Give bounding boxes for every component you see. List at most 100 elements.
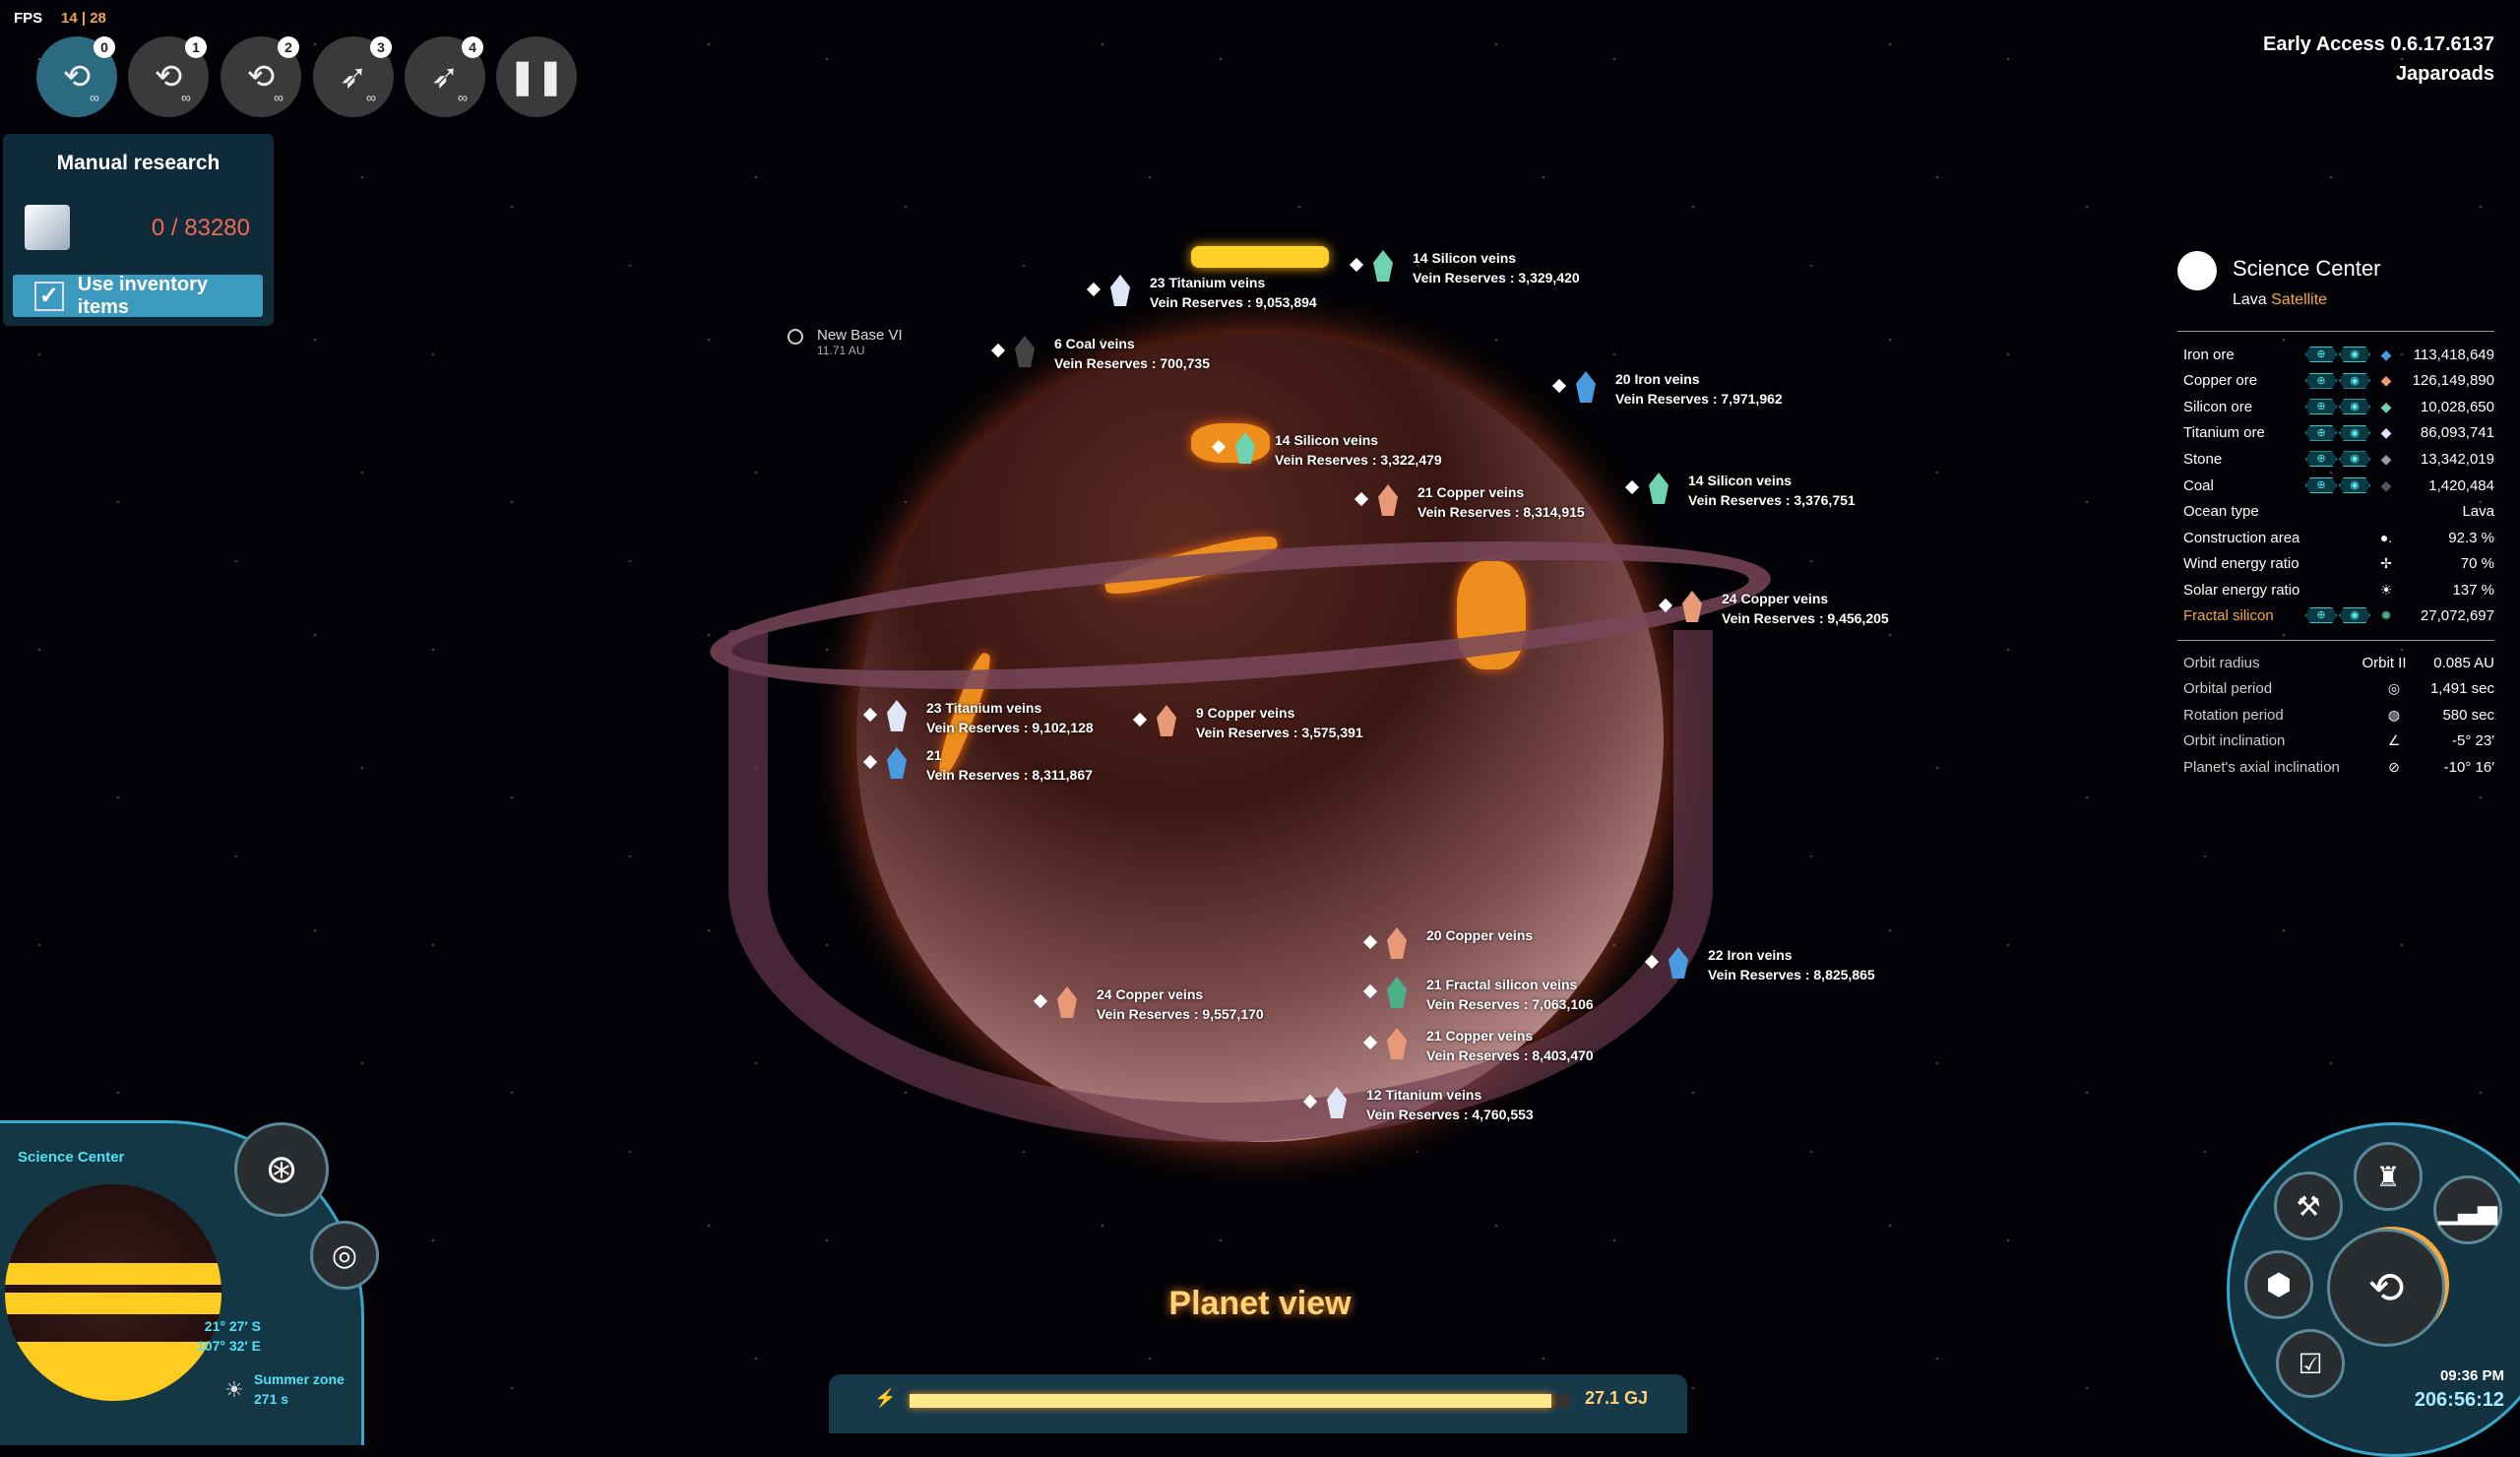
- use-inventory-label: Use inventory items: [77, 273, 209, 318]
- pause-icon: ❚❚: [508, 58, 565, 95]
- pause-research-button[interactable]: ❚❚: [496, 36, 577, 117]
- row-value: 86,093,741: [2420, 424, 2494, 442]
- ore-icon: ◆: [2380, 346, 2392, 362]
- eye-icon[interactable]: ◉: [2339, 424, 2370, 441]
- slot-number: 2: [278, 36, 299, 58]
- clock: 09:36 PM 206:56:12: [2415, 1364, 2504, 1412]
- checklist-grid-icon: ☑: [2298, 1348, 2323, 1379]
- eye-icon[interactable]: ◉: [2339, 451, 2370, 468]
- new-base-marker[interactable]: New Base VI 11.71 AU: [788, 327, 903, 357]
- eye-icon[interactable]: ◉: [2339, 607, 2370, 623]
- row-label: Wind energy ratio: [2183, 554, 2300, 572]
- ore-crystal-icon: [1015, 336, 1035, 367]
- infinity-icon: ∞: [181, 90, 191, 105]
- vein-label[interactable]: 20 Copper veins: [1362, 925, 1533, 959]
- row-value: 27,072,697: [2420, 606, 2494, 624]
- fps-label: FPS: [14, 10, 43, 27]
- row-value: 137 %: [2452, 581, 2494, 599]
- vein-reserves: Vein Reserves : 9,557,170: [1097, 1006, 1264, 1022]
- zone-time: 271 s: [254, 1391, 289, 1407]
- research-tech-button[interactable]: ⟲: [2327, 1229, 2445, 1347]
- checkbox-checked-icon[interactable]: ✓: [34, 281, 64, 311]
- eye-icon[interactable]: ◉: [2339, 347, 2370, 362]
- planet-type-main: Lava: [2233, 291, 2267, 308]
- ore-icon: ◆: [2380, 398, 2392, 414]
- row-label: Titanium ore: [2183, 424, 2265, 442]
- marker-name: New Base VI: [817, 327, 903, 344]
- statistics-button[interactable]: ▁▃▅: [2433, 1175, 2502, 1244]
- mecha-button[interactable]: ♜: [2354, 1142, 2423, 1211]
- vein-reserves: Vein Reserves : 7,063,106: [1426, 996, 1594, 1012]
- resource-row: Copper ore⊕◉◆126,149,890: [2183, 368, 2494, 394]
- locate-icon[interactable]: ⊕: [2305, 451, 2337, 468]
- research-slot-3-button[interactable]: ➶3∞: [313, 36, 394, 117]
- locate-icon[interactable]: ⊕: [2305, 477, 2337, 493]
- divider: [2177, 331, 2494, 332]
- row-value: 92.3 %: [2448, 529, 2494, 546]
- research-slot-1-button[interactable]: ⟲1∞: [128, 36, 209, 117]
- row-value: 13,342,019: [2420, 450, 2494, 468]
- eye-icon[interactable]: ◉: [2339, 477, 2370, 493]
- orbit-row: Orbit inclination∠-5° 23′: [2183, 728, 2494, 754]
- slot-number: 4: [462, 36, 483, 58]
- planet-name: Science Center: [2233, 256, 2381, 281]
- research-slot-4-button[interactable]: ➶4∞: [405, 36, 485, 117]
- row-label: Coal: [2183, 476, 2214, 494]
- locate-icon[interactable]: ⊕: [2305, 399, 2337, 415]
- task-button[interactable]: ☑: [2276, 1329, 2345, 1398]
- vein-reserves: Vein Reserves : 9,053,894: [1150, 294, 1317, 310]
- vein-reserves: Vein Reserves : 8,311,867: [926, 767, 1093, 783]
- row-label: Copper ore: [2183, 372, 2258, 390]
- research-slot-2-button[interactable]: ⟲2∞: [220, 36, 301, 117]
- dyson-sphere-button[interactable]: ⊛: [234, 1122, 329, 1217]
- vein-name: 23 Titanium veins: [926, 700, 1042, 716]
- locate-icon[interactable]: ⊕: [2305, 372, 2337, 389]
- orbit-system-icon: ◎: [331, 1238, 358, 1272]
- locate-icon[interactable]: ⊕: [2305, 607, 2337, 623]
- construction-area-row: Construction area●.92.3 %: [2183, 525, 2494, 550]
- star-map-button[interactable]: ◎: [310, 1221, 379, 1290]
- row-value: 0.085 AU: [2433, 654, 2494, 671]
- research-slot-0-button[interactable]: ⟲0∞: [36, 36, 117, 117]
- infinity-icon: ∞: [274, 90, 284, 105]
- locate-icon[interactable]: ⊕: [2305, 347, 2337, 362]
- vein-name: 14 Silicon veins: [1413, 250, 1517, 266]
- minimap-globe[interactable]: [5, 1184, 221, 1401]
- infinity-icon: ∞: [366, 90, 376, 105]
- eye-icon[interactable]: ◉: [2339, 372, 2370, 389]
- use-inventory-items-toggle[interactable]: ✓ Use inventory items: [13, 273, 263, 318]
- inventory-button[interactable]: ⬢: [2244, 1250, 2313, 1319]
- player-name: Japaroads: [2395, 63, 2494, 85]
- fps-value: 14 | 28: [61, 10, 106, 27]
- row-label: Silicon ore: [2183, 398, 2253, 415]
- ore-icon: ◆: [2380, 372, 2392, 389]
- vein-reserves: Vein Reserves : 8,825,865: [1708, 967, 1875, 982]
- vein-name: 24 Copper veins: [1722, 591, 1829, 606]
- resource-row: Coal⊕◉◆1,420,484: [2183, 473, 2494, 498]
- row-value: 580 sec: [2442, 706, 2494, 724]
- ore-crystal-icon: [1378, 484, 1398, 516]
- vein-reserves: Vein Reserves : 8,314,915: [1418, 504, 1585, 520]
- sun-icon: ☀: [2379, 581, 2393, 598]
- eye-icon[interactable]: ◉: [2339, 399, 2370, 415]
- build-menu-button[interactable]: ⚒: [2274, 1172, 2343, 1240]
- locate-icon[interactable]: ⊕: [2305, 424, 2337, 441]
